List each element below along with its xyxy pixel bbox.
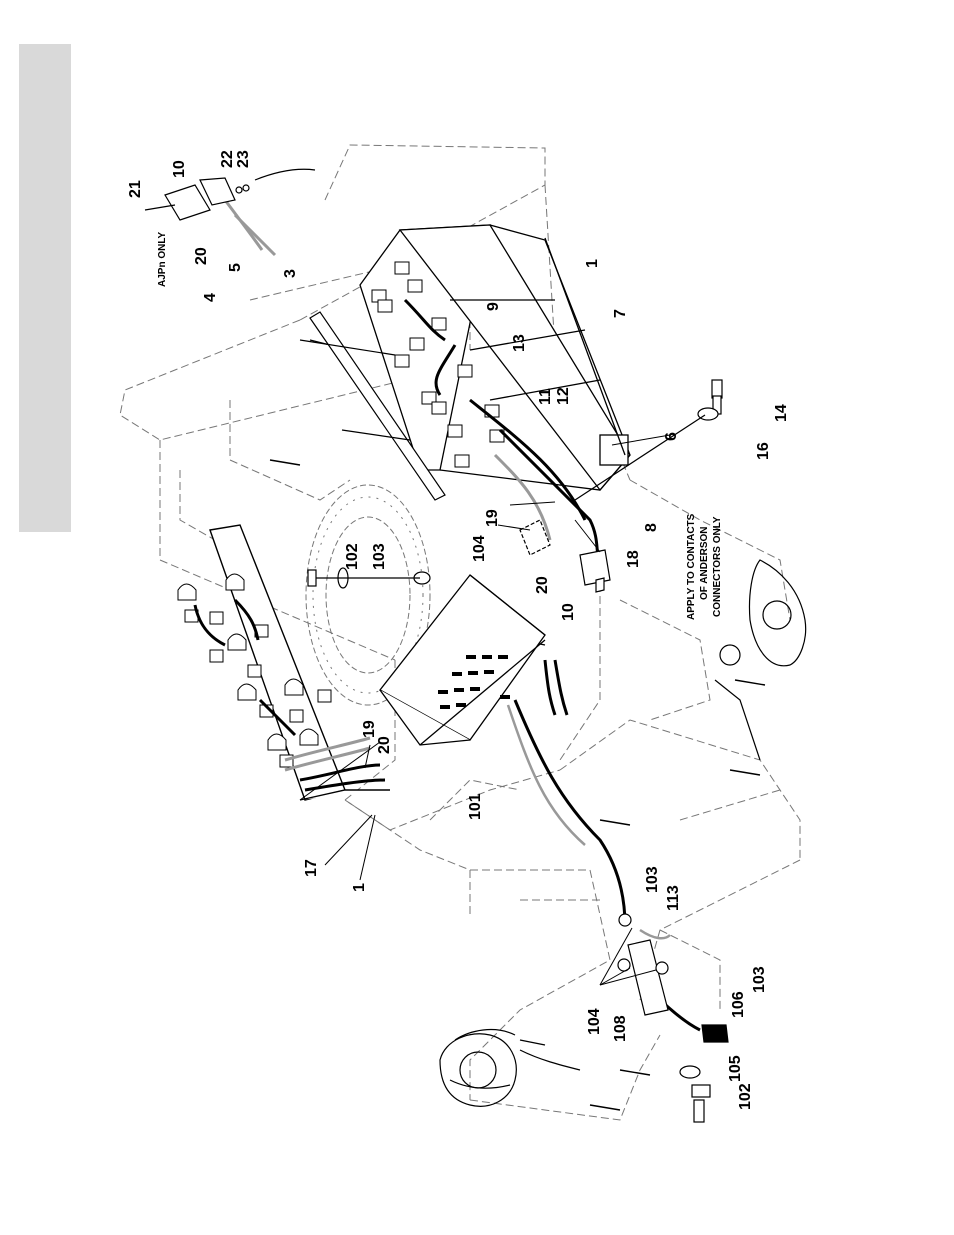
callout-21: 21 [127, 180, 144, 198]
callout-13: 13 [511, 334, 528, 352]
callout-20-left: 20 [376, 736, 393, 754]
callout-14: 14 [773, 404, 790, 422]
callout-8: 8 [643, 523, 660, 532]
callout-20: 20 [193, 247, 210, 265]
callout-19-mid: 19 [484, 509, 501, 527]
battery-tray-left [210, 525, 390, 800]
callout-10-mid: 10 [560, 603, 577, 621]
callout-10: 10 [171, 160, 188, 178]
callout-5: 5 [227, 263, 244, 272]
callout-1-left: 1 [351, 883, 368, 892]
callout-12: 12 [555, 387, 572, 405]
callout-22: 22 [219, 150, 236, 168]
frame-tick-marks [270, 340, 765, 1110]
callout-17: 17 [303, 859, 320, 877]
callout-105: 105 [727, 1055, 744, 1082]
callout-11: 11 [537, 388, 554, 405]
callout-104-low: 104 [586, 1008, 603, 1035]
callout-103-mid: 103 [644, 866, 661, 893]
callout-23: 23 [235, 150, 252, 168]
engine-right [715, 560, 806, 760]
callout-4: 4 [202, 293, 219, 302]
callout-102-low: 102 [737, 1083, 754, 1110]
ajpn-only-note: AJPn ONLY [157, 231, 168, 287]
plug-bracket [618, 914, 728, 1122]
engine-bottom-left [440, 1030, 580, 1107]
callout-106: 106 [730, 991, 747, 1018]
callout-3: 3 [282, 269, 299, 278]
callout-103-top: 103 [371, 543, 388, 570]
callout-9: 9 [485, 302, 502, 311]
callout-102-top: 102 [344, 543, 361, 570]
charger-harness [515, 660, 700, 1030]
callout-104-top: 104 [471, 535, 488, 562]
callout-20-mid: 20 [534, 576, 551, 594]
callout-16: 16 [755, 442, 772, 460]
callout-19-left: 19 [361, 720, 378, 738]
callout-101: 101 [467, 793, 484, 820]
callout-1-right: 1 [584, 259, 601, 268]
charger-box [380, 575, 545, 745]
apply-note-line-3: CONNECTORS ONLY [712, 516, 723, 617]
callout-103-low: 103 [751, 966, 768, 993]
callout-6: 6 [663, 432, 680, 441]
callout-18: 18 [625, 550, 642, 568]
apply-note-line-2: OF ANDERSON [699, 526, 710, 600]
callout-108: 108 [612, 1015, 629, 1042]
apply-note-line-1: APPLY TO CONTACTS [686, 513, 697, 620]
callout-113: 113 [665, 885, 682, 911]
callout-7: 7 [612, 309, 629, 318]
